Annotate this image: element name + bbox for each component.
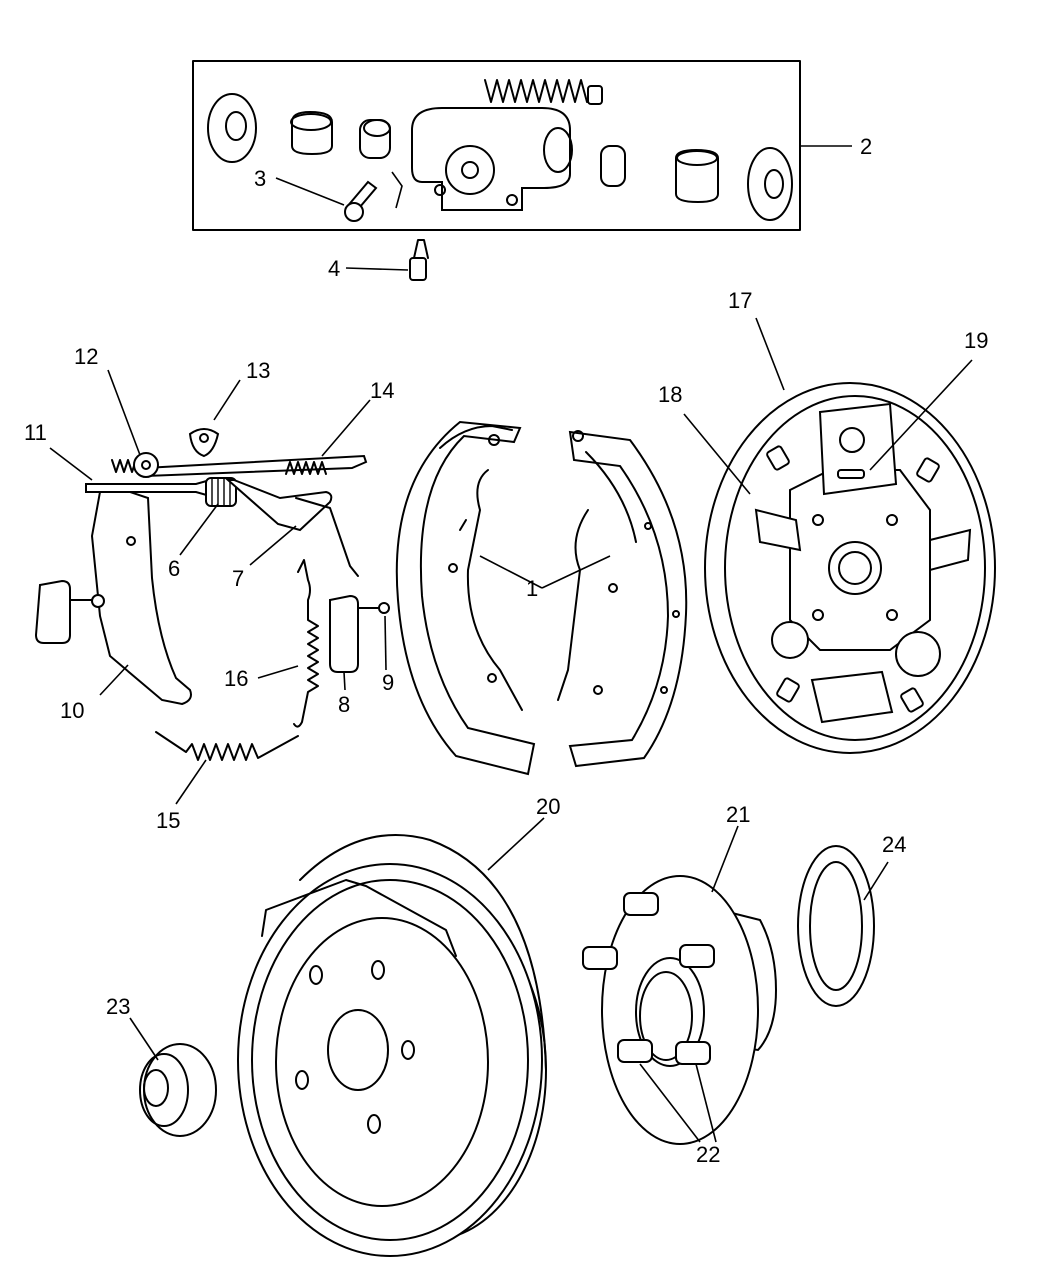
- callout-2: 2: [860, 134, 872, 159]
- callout-1: 1: [526, 576, 538, 601]
- callout-14: 14: [370, 378, 394, 403]
- bleeder-screw: [409, 239, 429, 281]
- callout-6: 6: [168, 556, 180, 581]
- callout-7: 7: [232, 566, 244, 591]
- callout-labels: 1 2 3 4 6 7 8 9 10 11 12 13 14 15 16 17 …: [24, 134, 988, 1167]
- brake-shoes: [395, 420, 688, 776]
- callout-17: 17: [728, 288, 752, 313]
- grease-seal: [797, 845, 875, 1007]
- callout-4: 4: [328, 256, 340, 281]
- wheel-studs: [582, 892, 715, 1065]
- brake-drum: [237, 834, 547, 1257]
- callout-21: 21: [726, 802, 750, 827]
- callout-10: 10: [60, 698, 84, 723]
- callout-18: 18: [658, 382, 682, 407]
- callout-15: 15: [156, 808, 180, 833]
- leader-lines: [49, 145, 973, 1143]
- callout-12: 12: [74, 344, 98, 369]
- wheel-hub: [582, 875, 778, 1145]
- callout-16: 16: [224, 666, 248, 691]
- parking-brake-lever-group: [34, 428, 390, 761]
- callout-19: 19: [964, 328, 988, 353]
- callout-13: 13: [246, 358, 270, 383]
- callout-22: 22: [696, 1142, 720, 1167]
- callout-9: 9: [382, 670, 394, 695]
- callout-23: 23: [106, 994, 130, 1019]
- callout-24: 24: [882, 832, 906, 857]
- callout-20: 20: [536, 794, 560, 819]
- callout-8: 8: [338, 692, 350, 717]
- callout-3: 3: [254, 166, 266, 191]
- grease-cap: [139, 1043, 217, 1137]
- callout-11: 11: [24, 420, 47, 445]
- wheel-cylinder-kit: [192, 60, 801, 231]
- backing-plate: [704, 382, 996, 754]
